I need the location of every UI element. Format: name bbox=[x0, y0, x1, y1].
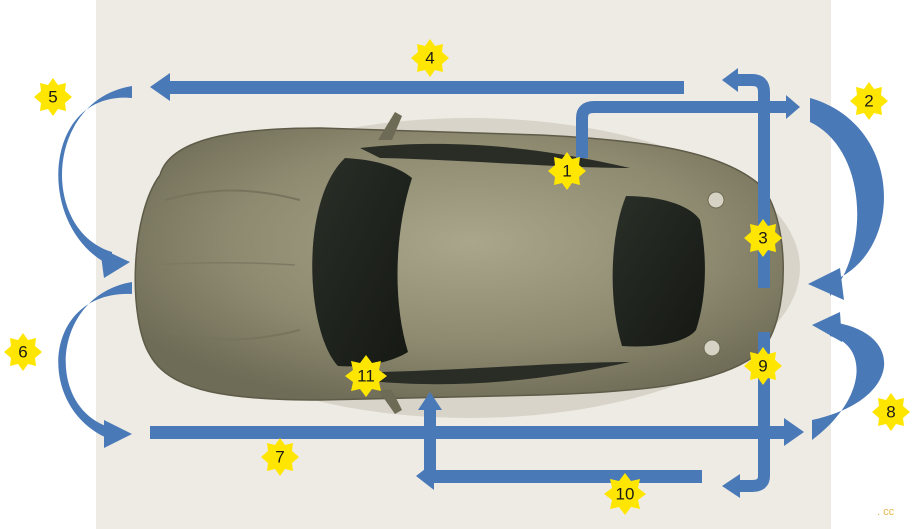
arrow-1 bbox=[576, 95, 800, 158]
side-mirror-top bbox=[378, 112, 402, 140]
step-badge: 9 bbox=[744, 347, 782, 385]
side-window-bottom bbox=[360, 362, 630, 385]
hood-crease bbox=[164, 329, 301, 341]
rear-window bbox=[612, 196, 705, 347]
front-windshield bbox=[312, 158, 412, 367]
step-badge: 5 bbox=[34, 78, 72, 116]
svg-text:1: 1 bbox=[562, 162, 571, 181]
step-badge: 2 bbox=[850, 82, 888, 120]
arrow-2 bbox=[808, 98, 884, 300]
route-arrows bbox=[58, 68, 885, 498]
fuel-cap-top bbox=[707, 191, 725, 209]
step-badge: 1 bbox=[548, 152, 586, 190]
car-top-view bbox=[134, 112, 800, 418]
arrow-10 bbox=[416, 392, 702, 490]
step-badge: 4 bbox=[411, 39, 449, 77]
arrow-4 bbox=[150, 73, 684, 101]
svg-text:3: 3 bbox=[758, 229, 767, 248]
step-badges: 1 2 3 4 5 6 7 bbox=[4, 39, 910, 515]
svg-text:7: 7 bbox=[275, 448, 284, 467]
svg-text:10: 10 bbox=[616, 485, 635, 504]
hood-crease bbox=[164, 189, 301, 201]
svg-text:2: 2 bbox=[864, 92, 873, 111]
arrow-8 bbox=[812, 312, 885, 440]
step-badge: 7 bbox=[261, 438, 299, 476]
hood-crease bbox=[149, 262, 296, 266]
arrow-9 bbox=[722, 332, 770, 498]
arrow-3 bbox=[722, 68, 770, 288]
svg-text:4: 4 bbox=[425, 49, 434, 68]
arrow-7 bbox=[150, 418, 804, 446]
step-badge: 6 bbox=[4, 333, 42, 371]
step-badge: 8 bbox=[872, 393, 910, 431]
arrow-6 bbox=[58, 282, 132, 448]
svg-text:5: 5 bbox=[48, 88, 57, 107]
step-badge: 3 bbox=[744, 219, 782, 257]
side-mirror-bottom bbox=[378, 390, 402, 414]
fuel-cap-bottom bbox=[703, 339, 721, 357]
watermark: . cc bbox=[877, 506, 895, 518]
svg-text:6: 6 bbox=[18, 343, 27, 362]
arrow-5 bbox=[58, 86, 132, 278]
svg-text:8: 8 bbox=[886, 403, 895, 422]
step-badge: 11 bbox=[345, 355, 387, 397]
svg-text:9: 9 bbox=[758, 357, 767, 376]
step-badge: 10 bbox=[604, 473, 646, 515]
svg-text:11: 11 bbox=[357, 367, 375, 386]
